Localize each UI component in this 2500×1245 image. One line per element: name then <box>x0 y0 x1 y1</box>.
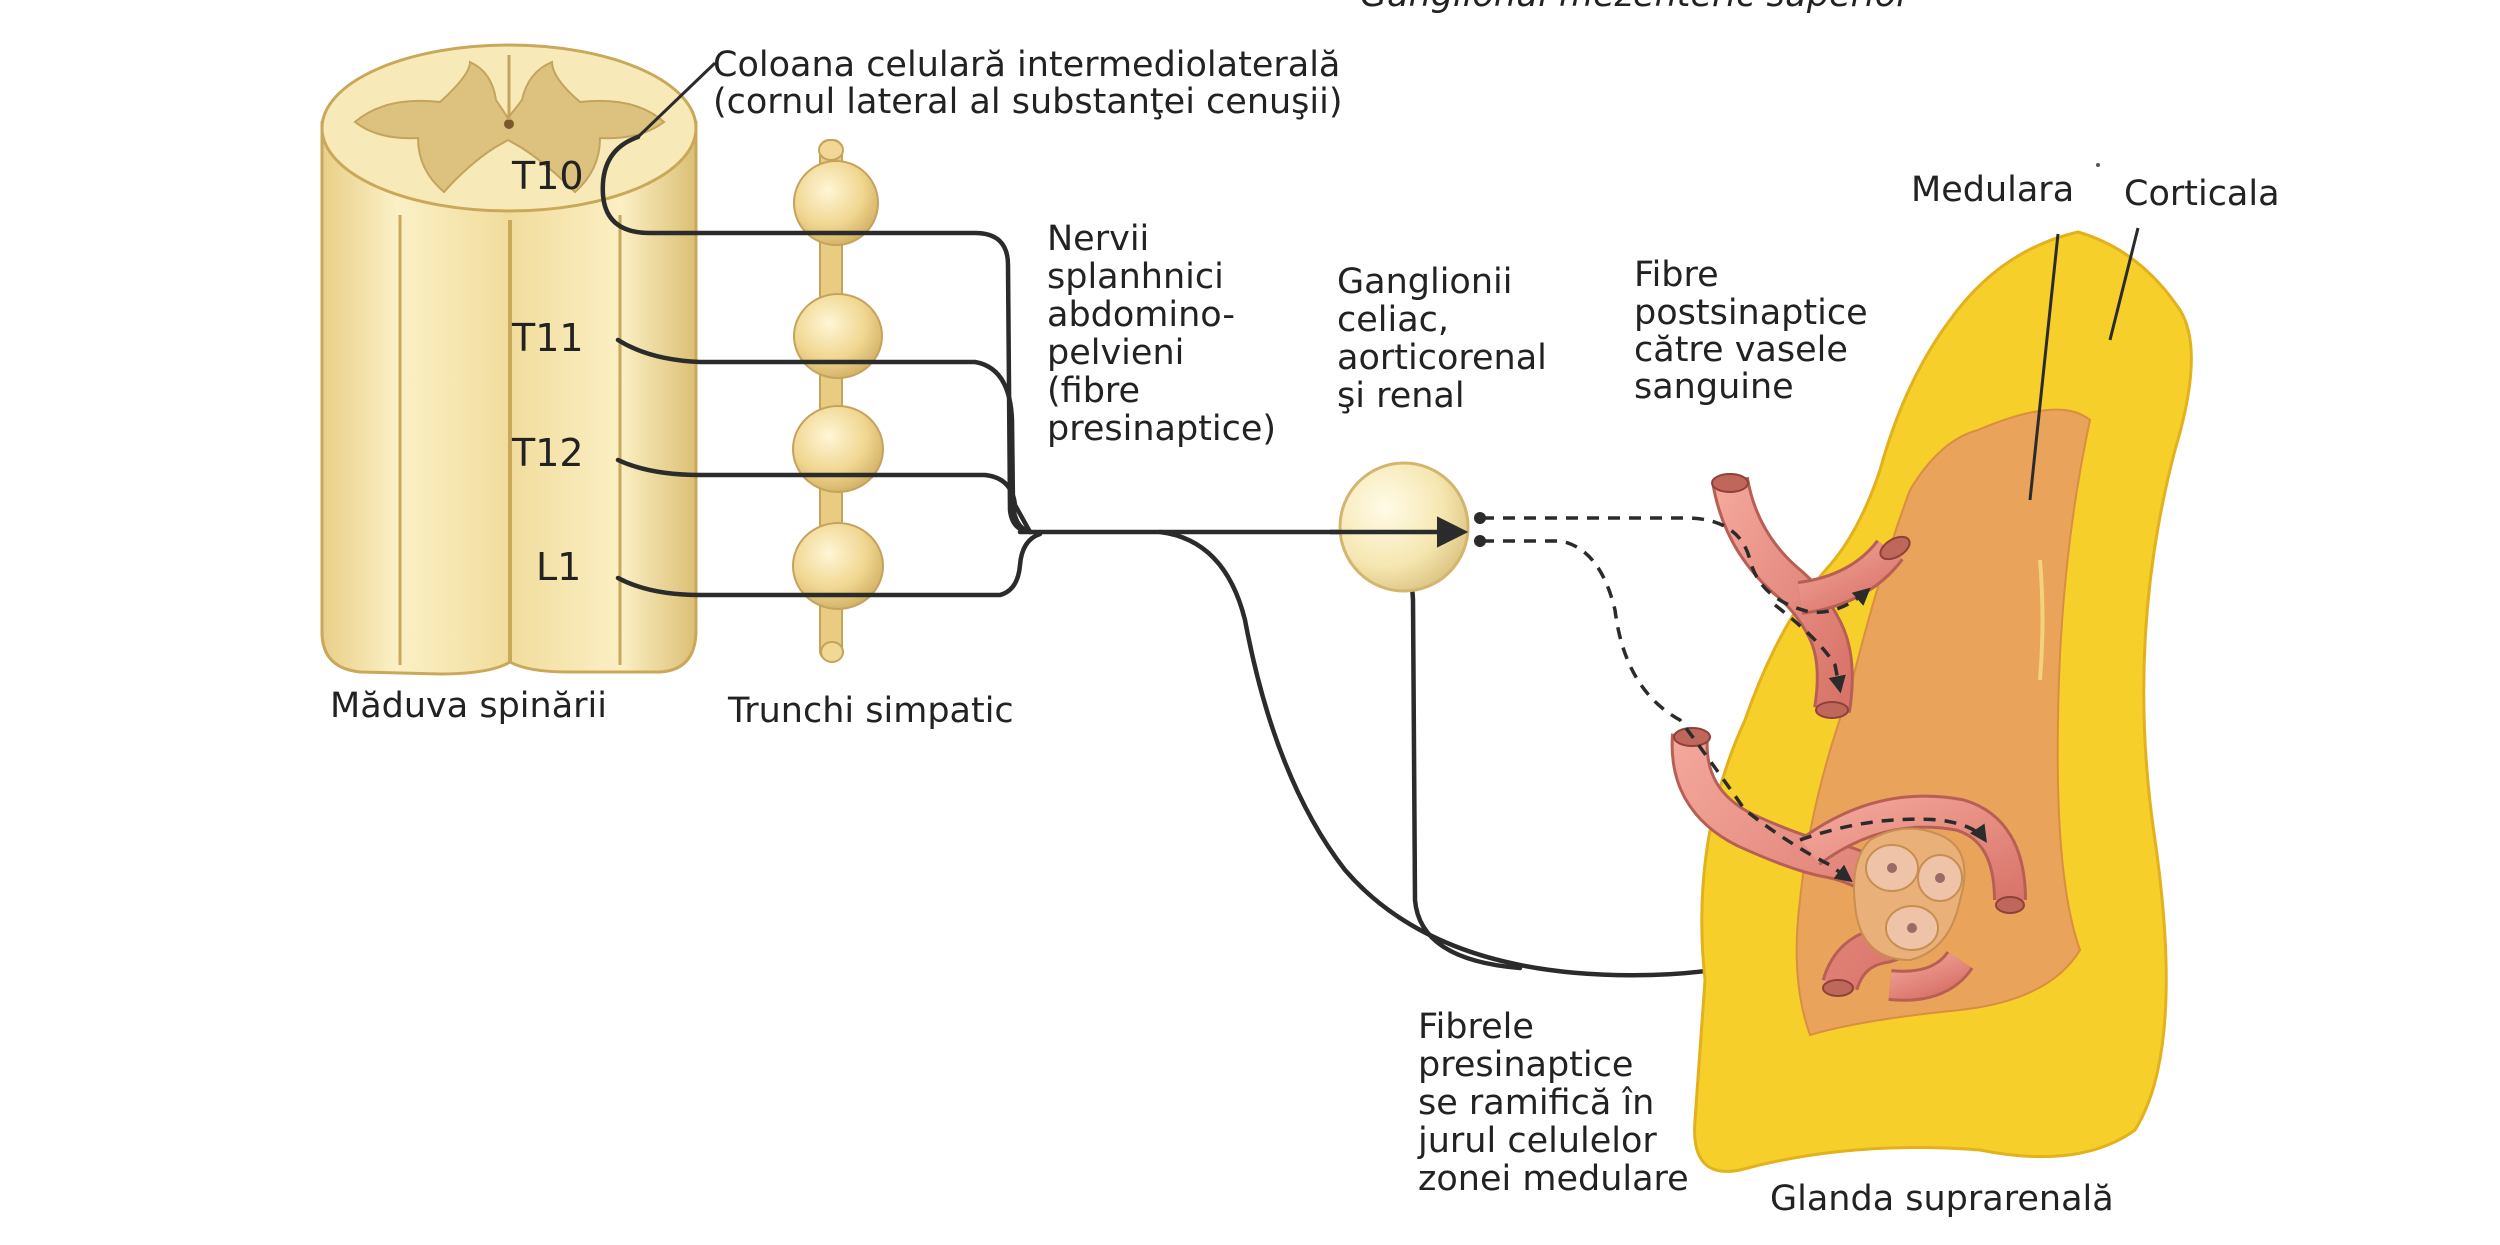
postsyn-label-line1: Fibre <box>1634 255 1719 295</box>
postsyn-label-line3: către vasele <box>1634 330 1848 370</box>
nerves-label-line3: abdomino- <box>1047 295 1235 335</box>
presyn-label-line2: presinaptice <box>1418 1045 1633 1085</box>
ganglia-label-line2: celiac, <box>1337 300 1449 340</box>
nerves-label-line6: presinaptice) <box>1047 409 1276 449</box>
nerves-label-line4: pelvieni <box>1047 333 1184 373</box>
cortex-leader-line <box>2108 227 2140 341</box>
presyn-label-line3: se ramifică în <box>1418 1083 1654 1123</box>
presyn-label-line4: jurul celulelor <box>1417 1121 1657 1161</box>
presyn-label-line1: Fibrele <box>1418 1007 1534 1047</box>
column-leader-line <box>636 61 717 139</box>
segment-l1-label: L1 <box>536 545 581 589</box>
medulla-label: Medulara <box>1911 170 2074 210</box>
spinal-cord <box>320 43 698 676</box>
postsynaptic-fibres <box>1482 516 1987 883</box>
nerves-label-line2: splanhnici <box>1047 257 1224 297</box>
ganglion-synapse-dot-upper <box>1474 512 1486 524</box>
segment-t12-label: T12 <box>511 431 584 475</box>
stray-dot <box>2096 163 2100 167</box>
segment-t11-label: T11 <box>511 316 584 360</box>
nerves-label-line1: Nervii <box>1047 219 1149 259</box>
column-label-line1: Coloana celulară intermediolaterală <box>713 45 1340 85</box>
superior-mesenteric-ganglion-label: Ganglionul mezenteric superior <box>1360 0 1913 15</box>
ganglia-label-line3: aorticorenal <box>1337 338 1547 378</box>
cortex-label: Corticala <box>2124 174 2280 214</box>
ganglia-label-line1: Ganglionii <box>1337 262 1512 302</box>
ganglia-label-line4: şi renal <box>1337 376 1465 416</box>
segment-t10-label: T10 <box>511 154 584 198</box>
presyn-label-line5: zonei medulare <box>1418 1159 1689 1199</box>
medulla-leader-line <box>2028 233 2060 501</box>
postsyn-label-line2: postsinaptice <box>1634 293 1868 333</box>
ganglion-synapse-dot-lower <box>1474 535 1486 547</box>
adrenal-gland-label: Glanda suprarenală <box>1770 1179 2114 1219</box>
sympathetic-trunk <box>792 139 884 663</box>
spinal-cord-label: Măduva spinării <box>330 686 607 726</box>
medullary-cells <box>1853 827 1966 962</box>
celiac-ganglion <box>1338 461 1470 593</box>
sympathetic-trunk-label: Trunchi simpatic <box>727 691 1014 731</box>
postsyn-label-line4: sanguine <box>1634 367 1794 407</box>
column-label-line2: (cornul lateral al substanţei cenuşii) <box>713 82 1343 122</box>
nerves-label-line5: (fibre <box>1047 371 1140 411</box>
